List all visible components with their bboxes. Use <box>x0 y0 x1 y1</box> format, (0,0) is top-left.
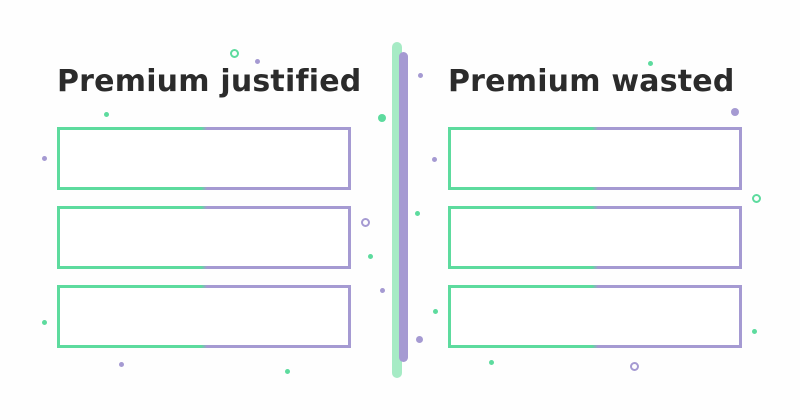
decor-dot <box>433 309 438 314</box>
decor-dot <box>648 61 653 66</box>
decor-dot <box>380 288 385 293</box>
decor-dot <box>489 360 494 365</box>
decor-ring <box>230 49 239 58</box>
left-box-3 <box>57 285 351 348</box>
right-box-1 <box>448 127 742 190</box>
decor-ring <box>361 218 370 227</box>
decor-dot <box>752 329 757 334</box>
decor-dot <box>42 320 47 325</box>
right-box-3 <box>448 285 742 348</box>
decor-dot <box>378 114 386 122</box>
decor-ring <box>630 362 639 371</box>
decor-dot <box>368 254 373 259</box>
decor-dot <box>42 156 47 161</box>
decor-dot <box>285 369 290 374</box>
decor-dot <box>255 59 260 64</box>
left-box-1 <box>57 127 351 190</box>
decor-dot <box>104 112 109 117</box>
center-divider-green <box>392 42 402 378</box>
decor-ring <box>752 194 761 203</box>
right-box-2 <box>448 206 742 269</box>
decor-dot <box>418 73 423 78</box>
decor-dot <box>432 157 437 162</box>
center-divider-purple <box>399 52 408 362</box>
panel-title-right: Premium wasted <box>448 64 735 99</box>
left-box-2 <box>57 206 351 269</box>
decor-dot <box>416 336 423 343</box>
decor-dot <box>119 362 124 367</box>
decor-dot <box>731 108 739 116</box>
panel-title-left: Premium justified <box>57 64 362 99</box>
decor-dot <box>415 211 420 216</box>
